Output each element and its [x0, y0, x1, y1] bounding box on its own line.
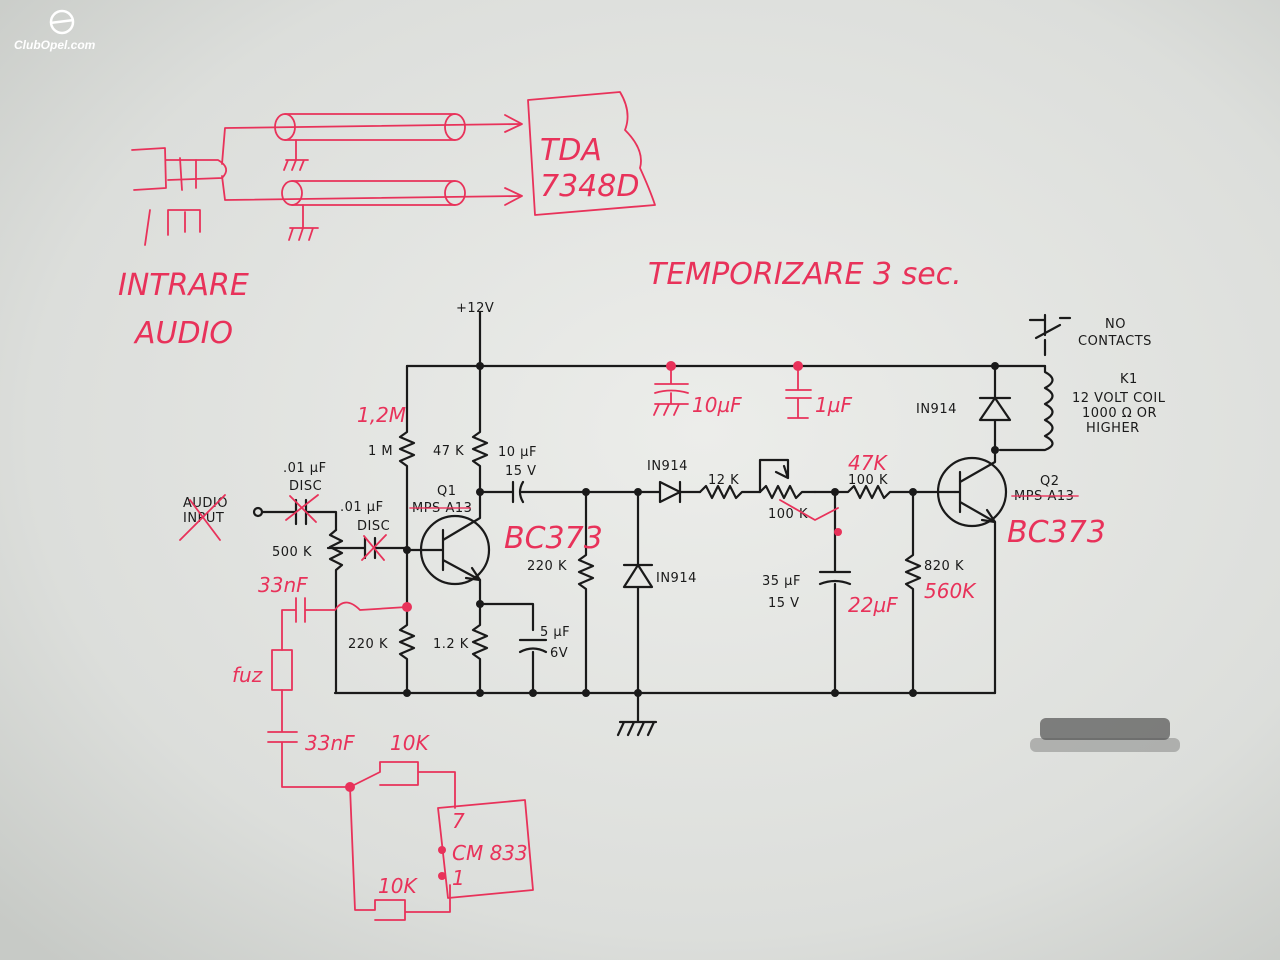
label-c01-a2: DISC [289, 479, 322, 494]
hw-pin-1: 1 [452, 866, 465, 890]
hw-pin-7: 7 [452, 809, 465, 833]
label-k1-desc3: HIGHER [1086, 421, 1140, 436]
smudge-mark [1030, 718, 1180, 752]
label-k1: K1 [1120, 372, 1138, 387]
clubopel-logo: ClubOpel.com [14, 9, 96, 52]
label-k1-desc1: 12 VOLT COIL [1072, 391, 1166, 406]
input-label-line1: INTRARE [118, 268, 249, 303]
label-c01-b2: DISC [357, 519, 390, 534]
hw-c-10uf: 10µF [692, 393, 742, 417]
label-c01-b1: .01 µF [340, 500, 384, 515]
label-no-1: NO [1105, 317, 1126, 332]
red-handwritten-labels: 1,2M BC373 BC373 10µF 1µF 47K 22µF 560K … [232, 393, 1106, 898]
label-in914-horizontal: IN914 [647, 459, 688, 474]
label-c-5uf-2: 6V [550, 646, 568, 661]
label-pot-100k: 100 K [768, 507, 808, 522]
label-r-1m: 1 M [368, 444, 393, 459]
label-supply: +12V [456, 301, 494, 316]
label-c-35uf-1: 35 µF [762, 574, 801, 589]
label-r-12k: 12 K [708, 473, 739, 488]
junction-dots [403, 362, 999, 697]
label-r-220k-b: 220 K [527, 559, 567, 574]
schematic-wiring [252, 310, 1072, 737]
hw-c-33nf-2: 33nF [305, 731, 355, 755]
label-c-5uf-1: 5 µF [540, 625, 570, 640]
label-q1: Q1 [437, 484, 457, 499]
printed-labels: +12V NO CONTACTS K1 12 VOLT COIL 1000 Ω … [183, 301, 1166, 661]
title-temporizare: TEMPORIZARE 3 sec. [648, 257, 962, 292]
label-audio-1: AUDIO [183, 496, 228, 511]
chip-tda-line1: TDA [540, 133, 602, 168]
label-no-2: CONTACTS [1078, 334, 1152, 349]
label-r-820k: 820 K [924, 559, 964, 574]
logo-text: ClubOpel.com [14, 38, 96, 52]
label-r-220k-a: 220 K [348, 637, 388, 652]
label-k1-desc2: 1000 Ω OR [1082, 406, 1157, 421]
label-pot-500k: 500 K [272, 545, 312, 560]
hw-fuz: fuz [232, 663, 263, 687]
label-r-100k: 100 K [848, 473, 888, 488]
label-c-10uf-2: 15 V [505, 464, 537, 479]
hw-c-1uf: 1µF [815, 393, 852, 417]
hw-r-10k-2: 10K [378, 874, 418, 898]
hw-q2-bc373: BC373 [1007, 515, 1106, 550]
label-c01-a1: .01 µF [283, 461, 327, 476]
hw-q1-bc373: BC373 [504, 521, 603, 556]
hw-r-560k: 560K [924, 579, 977, 603]
label-c-35uf-2: 15 V [768, 596, 800, 611]
hw-c-33nf-1: 33nF [258, 573, 308, 597]
chip-tda-line2: 7348D [540, 169, 639, 204]
label-r-47k: 47 K [433, 444, 464, 459]
label-in914-vertical: IN914 [656, 571, 697, 586]
audio-input-sketch [131, 91, 656, 246]
input-label-line2: AUDIO [133, 316, 233, 351]
hw-r-47k: 47K [848, 451, 888, 475]
hw-r-1-2m: 1,2M [357, 403, 406, 427]
hw-r-10k-1: 10K [390, 731, 430, 755]
label-in914-relay: IN914 [916, 402, 957, 417]
hw-chip-cm833: CM 833 [452, 841, 528, 865]
label-q2: Q2 [1040, 474, 1060, 489]
red-annotations [179, 361, 1079, 921]
label-r-1-2k: 1.2 K [433, 637, 469, 652]
hw-c-22uf: 22µF [848, 593, 898, 617]
label-c-10uf-1: 10 µF [498, 445, 537, 460]
